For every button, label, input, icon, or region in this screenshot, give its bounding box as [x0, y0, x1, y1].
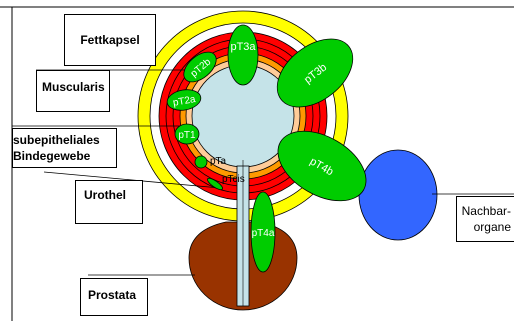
label-prostata-text: Prostata [88, 287, 136, 303]
label-nachbar-line2: organe [474, 219, 511, 235]
label-fettkapsel-text: Fettkapsel [80, 32, 139, 48]
label-nachbar-line1: Nachbar- [462, 203, 511, 219]
tumor-pT3a [228, 25, 258, 85]
label-subepithelial: subepitheliales Bindegewebe [12, 128, 117, 168]
label-urothel: Urothel [75, 180, 143, 224]
stage-label-pT3a: pT3a [230, 41, 256, 53]
tumor-pTa [195, 156, 207, 168]
stage-label-pT1: pT1 [178, 130, 196, 141]
stage-label-pT4a: pT4a [252, 228, 275, 239]
label-muscularis: Muscularis [36, 70, 110, 112]
label-nachbarorgane: Nachbar- organe [456, 196, 514, 242]
label-muscularis-text: Muscularis [42, 79, 105, 95]
label-prostata: Prostata [80, 278, 148, 316]
label-urothel-text: Urothel [84, 187, 126, 203]
neighbour-organ [359, 150, 437, 240]
label-subepithel-line1: subepitheliales [13, 132, 100, 148]
stage-label-pTcis: pTcis [222, 174, 245, 185]
stage-label-pTa: pTa [210, 156, 227, 167]
label-subepithel-line2: Bindegewebe [13, 148, 90, 164]
label-fettkapsel: Fettkapsel [64, 14, 156, 66]
